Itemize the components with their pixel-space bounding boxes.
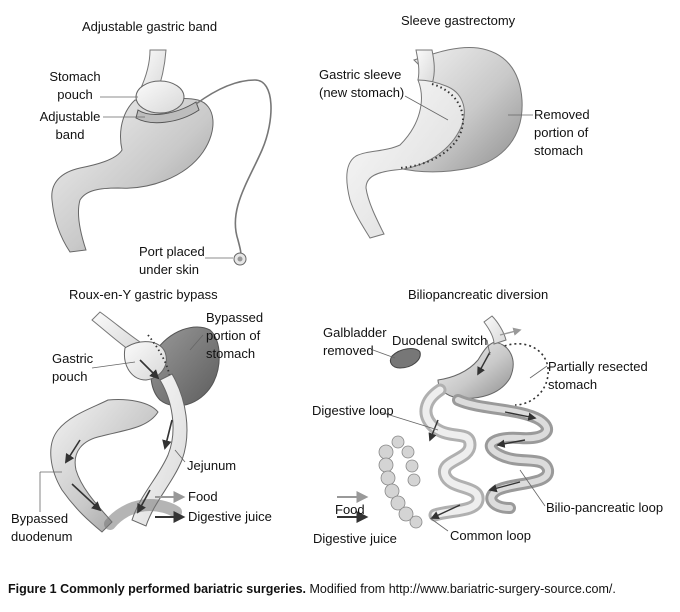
adjustable-band-label: Adjustable band bbox=[39, 109, 101, 142]
gallbladder-label: Galbladder removed bbox=[323, 325, 387, 358]
stomach-pouch-label: Stomach pouch bbox=[49, 69, 101, 102]
bypassed-duodenum-label: Bypassed duodenum bbox=[11, 511, 73, 544]
figure-caption: Figure 1 Commonly performed bariatric su… bbox=[8, 580, 616, 598]
gastric-pouch-label: Gastric pouch bbox=[52, 351, 94, 384]
bilio-pancreatic-loop-label: Bilio-pancreatic loop bbox=[546, 500, 664, 515]
band-illustration bbox=[51, 49, 272, 266]
caption-title: Commonly performed bariatric surgeries. bbox=[60, 582, 307, 596]
removed-portion-label: Removed portion of stomach bbox=[534, 107, 590, 158]
bypass-juice-legend: Digestive juice bbox=[188, 509, 272, 524]
jejunum-label: Jejunum bbox=[187, 458, 237, 473]
bypass-food-legend: Food bbox=[188, 489, 218, 504]
port-label: Port placed under skin bbox=[139, 244, 205, 277]
digestive-loop-label: Digestive loop bbox=[312, 403, 394, 418]
band-title: Adjustable gastric band bbox=[82, 19, 218, 34]
gastric-sleeve-label: Gastric sleeve (new stomach) bbox=[319, 67, 405, 100]
bpd-title: Biliopancreatic diversion bbox=[408, 287, 549, 302]
bariatric-surgery-figure bbox=[39, 46, 554, 533]
sleeve-title: Sleeve gastrectomy bbox=[401, 13, 516, 28]
bpd-illustration bbox=[337, 315, 554, 532]
bypassed-portion-label: Bypassed portion of stomach bbox=[206, 310, 264, 361]
bpd-juice-legend: Digestive juice bbox=[313, 531, 397, 546]
partially-resected-label: Partially resected stomach bbox=[548, 359, 648, 392]
sleeve-illustration bbox=[346, 46, 533, 239]
bpd-food-legend: Food bbox=[335, 502, 365, 517]
caption-label: Figure 1 bbox=[8, 582, 57, 596]
caption-text: Modified from http://www.bariatric-surge… bbox=[309, 582, 616, 596]
bypass-illustration bbox=[39, 311, 220, 533]
bypass-title: Roux-en-Y gastric bypass bbox=[69, 287, 218, 302]
common-loop-label: Common loop bbox=[450, 528, 531, 543]
duodenal-switch-label: Duodenal switch bbox=[392, 333, 488, 348]
